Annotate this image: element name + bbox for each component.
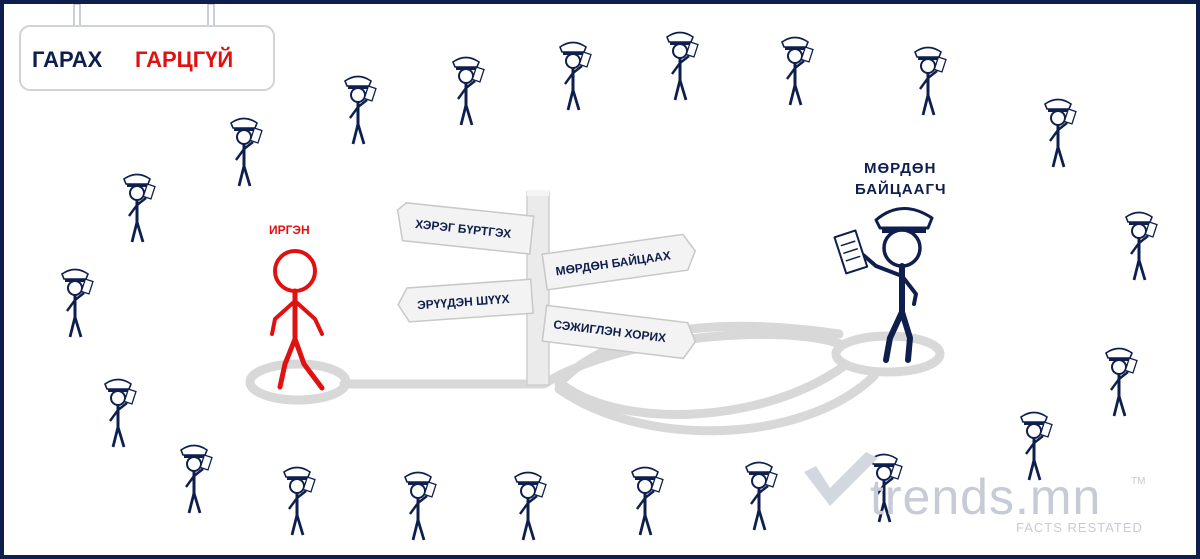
title-part2: ГАРЦГҮЙ (135, 47, 233, 72)
sign-torture: ЭРҮҮДЭН ШҮҮХ (397, 278, 534, 323)
investigator-figure (833, 207, 934, 363)
officer-figure (103, 378, 138, 449)
citizen-label: ИРГЭН (269, 223, 310, 237)
scene-svg: ГАРАХ ГАРЦГҮЙ ХЭРЭГ БҮРТГЭХ МӨРДӨН БАЙЦА… (19, 4, 1159, 542)
officer-figure (1104, 347, 1139, 418)
officer-figure (60, 268, 95, 339)
officer-figure (1124, 211, 1159, 282)
officer-figure (913, 46, 948, 117)
watermark-brand: trends.mn (870, 469, 1101, 525)
officer-figure (179, 444, 214, 515)
officer-figure (451, 56, 486, 127)
officer-figure (343, 75, 378, 146)
signpost: ХЭРЭГ БҮРТГЭХ МӨРДӨН БАЙЦААХ ЭРҮҮДЭН ШҮҮ… (396, 190, 697, 386)
officer-figure (122, 173, 157, 244)
officer-figure (282, 466, 317, 537)
trends-watermark: trends.mn TM FACTS RESTATED (804, 452, 1145, 535)
officer-figure (229, 117, 264, 188)
officer-figure (403, 471, 438, 542)
checkmark-icon (804, 452, 878, 506)
watermark-tm: TM (1131, 476, 1145, 487)
officer-figure (558, 41, 593, 112)
title-part1: ГАРАХ (32, 47, 103, 72)
sign-detention: СЭЖИГЛЭН ХОРИХ (541, 304, 697, 360)
title-banner: ГАРАХ ГАРЦГҮЙ (19, 4, 275, 91)
watermark-tagline: FACTS RESTATED (1016, 520, 1143, 535)
officer-figure (665, 31, 700, 102)
officer-figure (1043, 98, 1078, 169)
investigator-label-line2: БАЙЦААГЧ (855, 180, 947, 198)
officer-figure (513, 471, 548, 542)
officer-ring (60, 31, 1159, 542)
sign-investigation: МӨРДӨН БАЙЦААХ (541, 233, 697, 291)
officer-figure (630, 466, 665, 537)
citizen-figure (270, 249, 325, 391)
sign-torture-label: ЭРҮҮДЭН ШҮҮХ (417, 292, 510, 312)
investigator-label-line1: МӨРДӨН (864, 160, 936, 177)
sign-case-registration: ХЭРЭГ БҮРТГЭХ (396, 202, 535, 255)
officer-figure (744, 461, 779, 532)
officer-figure (780, 36, 815, 107)
